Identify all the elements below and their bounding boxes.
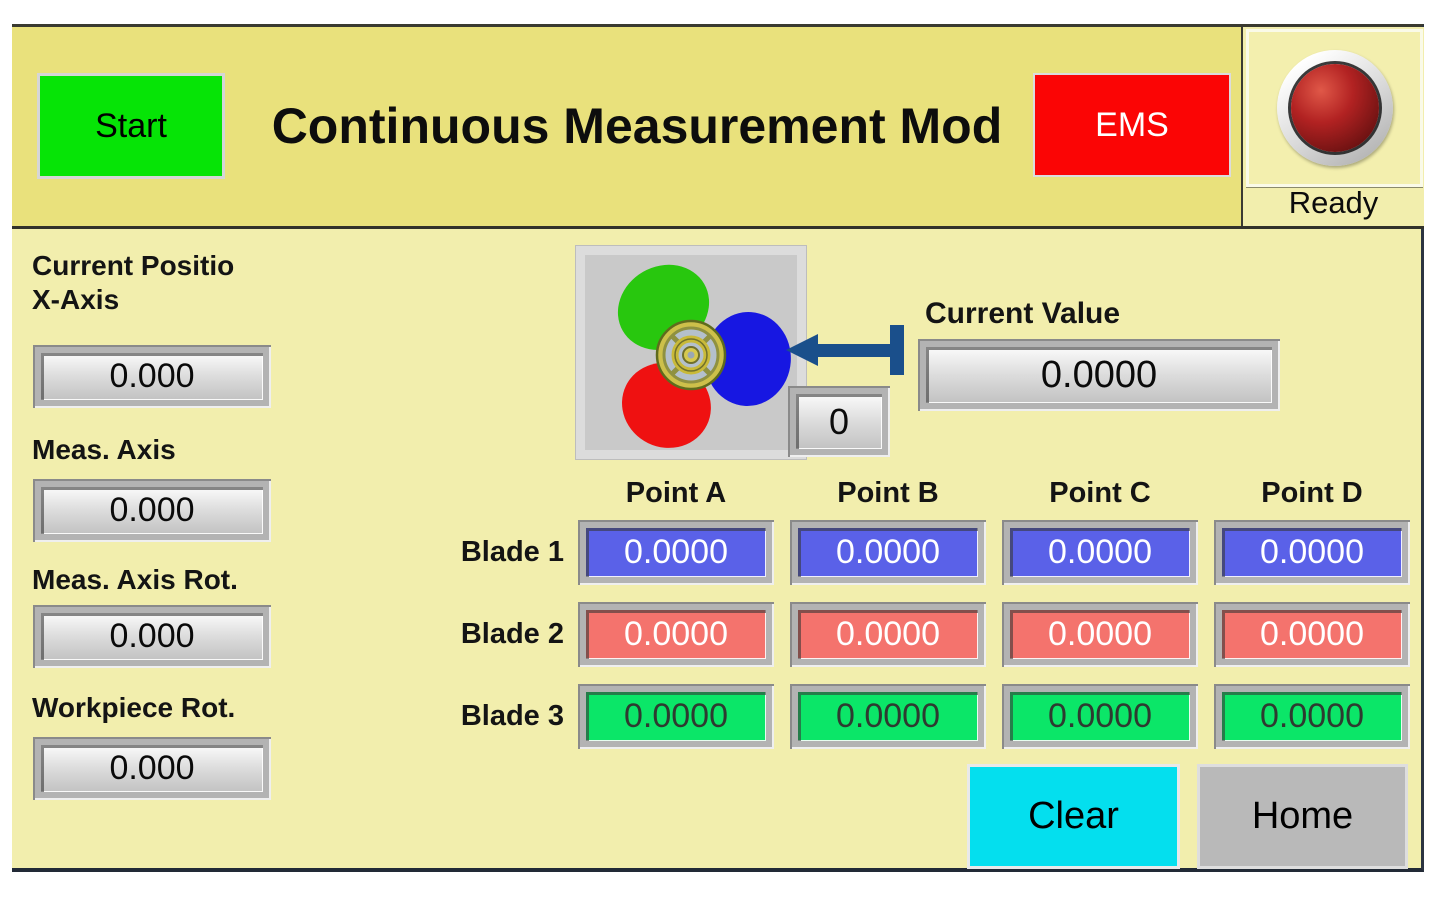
blade2-point-a-value: 0.0000 <box>586 610 766 659</box>
x-axis-display: 0.000 <box>33 345 271 408</box>
current-position-label-line1: Current Positio <box>32 250 235 281</box>
current-value-label: Current Value <box>925 297 1121 330</box>
blade2-point-d-display: 0.0000 <box>1214 602 1410 667</box>
status-label: Ready <box>1288 185 1379 220</box>
row-label-blade-1: Blade 1 <box>460 536 564 568</box>
blade1-point-d-display: 0.0000 <box>1214 520 1410 585</box>
current-value-display: 0.0000 <box>918 339 1280 411</box>
row-label-blade-2: Blade 2 <box>460 618 564 650</box>
x-axis-value: 0.000 <box>41 353 263 400</box>
propeller-hub <box>655 319 727 391</box>
current-position-label-line2: X-Axis <box>32 284 120 315</box>
meas-axis-value: 0.000 <box>41 487 263 534</box>
blade2-point-d-value: 0.0000 <box>1222 610 1402 659</box>
row-label-blade-3: Blade 3 <box>460 700 564 732</box>
home-button[interactable]: Home <box>1197 764 1408 869</box>
current-value: 0.0000 <box>926 347 1272 403</box>
blade3-point-b-value: 0.0000 <box>798 692 978 741</box>
meas-axis-rot-label: Meas. Axis Rot. <box>32 564 238 595</box>
column-header-point-b: Point B <box>837 477 939 509</box>
blade3-point-c-value: 0.0000 <box>1010 692 1190 741</box>
lamp-ring <box>1276 50 1393 166</box>
meas-axis-rot-display: 0.000 <box>33 605 271 668</box>
column-header-point-d: Point D <box>1261 477 1363 509</box>
start-button[interactable]: Start <box>37 73 225 179</box>
clear-button[interactable]: Clear <box>967 764 1180 869</box>
top-bar: Start Continuous Measurement Mod EMS Rea… <box>12 27 1424 229</box>
column-header-point-c: Point C <box>1049 477 1151 509</box>
workpiece-rot-value: 0.000 <box>41 745 263 792</box>
blade2-point-a-display: 0.0000 <box>578 602 774 667</box>
blade-counter-value: 0 <box>796 394 882 449</box>
blade3-point-c-display: 0.0000 <box>1002 684 1198 749</box>
propeller-image <box>617 264 791 448</box>
blade2-point-c-display: 0.0000 <box>1002 602 1198 667</box>
blade1-point-b-value: 0.0000 <box>798 528 978 577</box>
status-lamp-panel <box>1246 29 1423 187</box>
arrow-left-icon <box>778 321 916 379</box>
blade3-point-a-display: 0.0000 <box>578 684 774 749</box>
blade1-point-d-value: 0.0000 <box>1222 528 1402 577</box>
blade2-point-c-value: 0.0000 <box>1010 610 1190 659</box>
meas-axis-rot-value: 0.000 <box>41 613 263 660</box>
status-lamp-box: Ready <box>1241 27 1424 226</box>
blade2-point-b-display: 0.0000 <box>790 602 986 667</box>
red-lamp-icon <box>1290 64 1379 152</box>
blade1-point-a-display: 0.0000 <box>578 520 774 585</box>
page-title: Continuous Measurement Mod <box>271 98 1003 154</box>
workpiece-rot-label: Workpiece Rot. <box>32 692 236 723</box>
blade1-point-b-display: 0.0000 <box>790 520 986 585</box>
ems-button[interactable]: EMS <box>1033 73 1231 177</box>
current-position-label: Current Positio X-Axis <box>32 249 234 317</box>
blade3-point-a-value: 0.0000 <box>586 692 766 741</box>
blade1-point-c-display: 0.0000 <box>1002 520 1198 585</box>
blade2-point-b-value: 0.0000 <box>798 610 978 659</box>
meas-axis-display: 0.000 <box>33 479 271 542</box>
workpiece-rot-display: 0.000 <box>33 737 271 800</box>
meas-axis-label: Meas. Axis <box>32 434 176 465</box>
blade3-point-d-value: 0.0000 <box>1222 692 1402 741</box>
blade3-point-b-display: 0.0000 <box>790 684 986 749</box>
column-header-point-a: Point A <box>625 477 727 509</box>
hmi-screen: Start Continuous Measurement Mod EMS Rea… <box>12 24 1424 872</box>
blade-counter-display: 0 <box>788 386 890 457</box>
blade1-point-a-value: 0.0000 <box>586 528 766 577</box>
blade1-point-c-value: 0.0000 <box>1010 528 1190 577</box>
propeller-panel <box>576 246 806 459</box>
blade3-point-d-display: 0.0000 <box>1214 684 1410 749</box>
